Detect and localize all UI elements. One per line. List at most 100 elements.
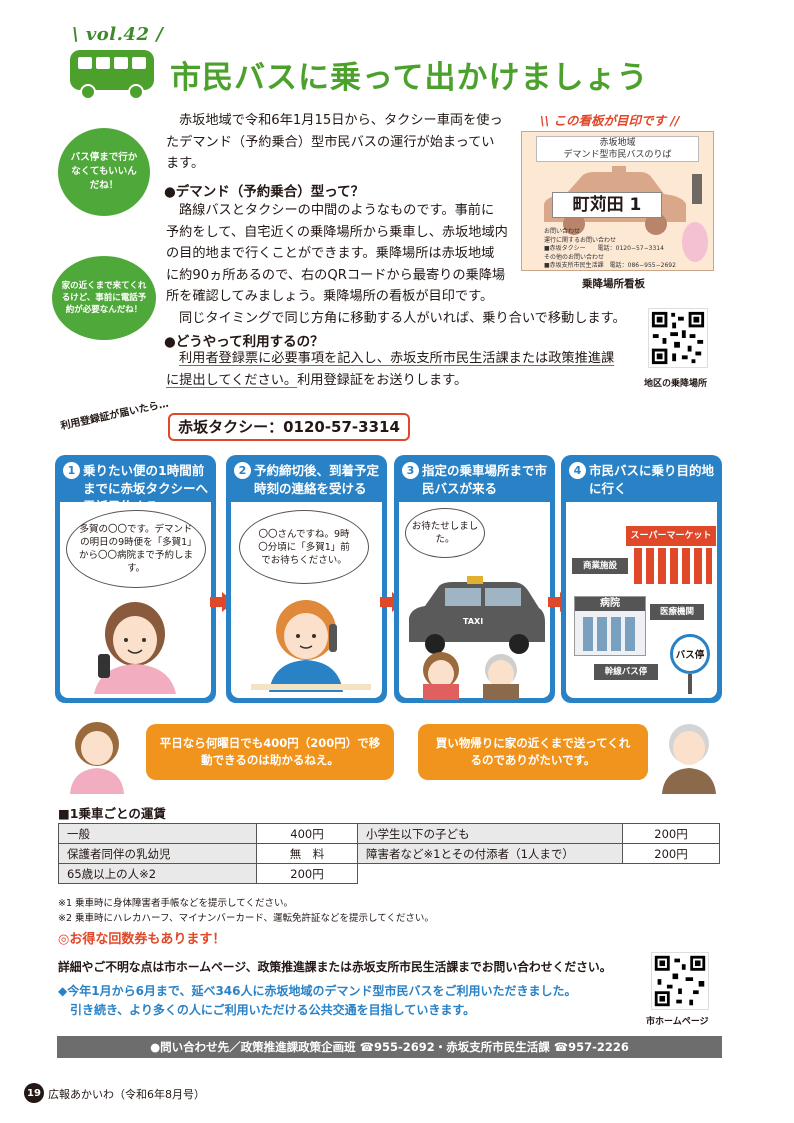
fare-label: 65歳以上の人※2 — [58, 863, 257, 884]
sign-header: \\ この看板が目印です // — [540, 113, 680, 128]
hospital-label: 病院 — [575, 597, 645, 611]
step-1-panel: 1乗りたい便の1時間前までに赤坂タクシーへ電話予約する 多賀の〇〇です。デマンド… — [55, 455, 216, 703]
intro-line: たデマンド（予約乗合）型市民バスの運行が始まってい — [166, 134, 495, 150]
qr-caption-homepage: 市ホームページ — [646, 1017, 709, 1027]
bus-stop-pole — [688, 674, 692, 694]
sign-top: 赤坂地域 デマンド型市民バスのりば — [536, 136, 699, 162]
hospital-building: 病院 — [574, 596, 646, 656]
usage-report-line: 引き続き、より多くの人にご利用いただける公共交通を目指していきます。 — [70, 1003, 476, 1017]
stop-name-plate: 町苅田 1 — [552, 192, 662, 218]
body-line: の目的地まで行くことができます。乗降場所は赤坂地域 — [166, 246, 495, 261]
bus-icon — [70, 50, 154, 100]
section-demand-text: 路線バスとタクシーの中間のようなものです。事前に 予約をして、自宅近くの乗降場所… — [166, 200, 626, 329]
body-line: 路線バスとタクシーの中間のようなものです。事前に — [179, 203, 495, 218]
fare-label: 保護者同伴の乳幼児 — [58, 843, 257, 864]
page-number: 19 — [24, 1083, 44, 1103]
taxi-illustration: TAXI — [409, 576, 545, 700]
fare-value: 400円 — [256, 823, 358, 844]
fare-value: 無 料 — [256, 843, 358, 864]
body-line: に提出してください。 — [166, 372, 298, 388]
bus-stop-sign: バス停 — [670, 634, 710, 674]
supermarket-building — [634, 548, 712, 584]
body-line: 利用登録証をお送りします。 — [297, 372, 468, 388]
elderly-woman-icon — [70, 722, 124, 794]
medical-label: 医療機関 — [650, 604, 704, 620]
fare-note-1: ※1 乗車時に身体障害者手帳などを提示してください。 — [58, 898, 293, 909]
step-1-title: 1乗りたい便の1時間前までに赤坂タクシーへ電話予約する — [63, 462, 210, 514]
intro-line: 赤坂地域で令和6年1月15日から、タクシー車両を使っ — [179, 113, 503, 128]
hospital-windows — [583, 617, 637, 651]
usage-report-line: ◆今年1月から6月まで、延べ346人に赤坂地域のデマンド型市民バスをご利用いただ… — [58, 984, 577, 998]
taxi-phone-box: 赤坂タクシー：0120-57-3314 — [168, 413, 410, 441]
fare-note-2: ※2 乗車時にハレカハーフ、マイナンバーカード、運転免許証などを提示してください… — [58, 913, 434, 924]
section-heading-demand: ●デマンド（予約乗合）型って？ — [164, 184, 365, 200]
comment-left: 平日なら何曜日でも400円（200円）で移動できるのは助かるねえ。 — [146, 724, 394, 780]
body-line: に約90ヵ所あるので、右のQRコードから最寄りの乗降場 — [166, 267, 506, 283]
volume-label: \ vol.42 / — [72, 24, 164, 45]
qr-caption-stops: 地区の乗降場所 — [644, 379, 708, 389]
operator-illustration — [251, 600, 371, 692]
fare-value: 200円 — [256, 863, 358, 884]
speech-bubble-2: 家の近くまで来てくれるけど、事前に電話予約が必要なんだね！ — [52, 256, 156, 340]
fare-label: 障害者など※1とその付添者（1人まで） — [357, 843, 623, 864]
sign-contact-line: ■赤坂支所市民生活課 電話：086−955−2692 — [544, 262, 676, 269]
sign-contact: お問い合わせ 運行に関するお問い合わせ ■赤坂タクシー 電話：0120−57−3… — [544, 228, 676, 271]
intro-text: 赤坂地域で令和6年1月15日から、タクシー車両を使っ たデマンド（予約乗合）型市… — [166, 110, 503, 175]
commercial-label: 商業施設 — [572, 558, 628, 574]
woman-phone-illustration — [94, 602, 176, 694]
body-line: 所を確認してみましょう。乗降場所の看板が目印です。 — [166, 289, 494, 304]
inquiry-bar: ●問い合わせ先／政策推進課政策企画班 ☎955-2692・赤坂支所市民生活課 ☎… — [57, 1036, 722, 1058]
table-row: 障害者など※1とその付添者（1人まで）200円 — [357, 843, 720, 864]
step-title-text: 予約締切後、到着予定時刻の連絡を受ける — [254, 463, 380, 496]
step-2-speech: 〇〇さんですね。9時〇分頃に「多賀1」前でお待ちください。 — [239, 510, 369, 584]
supermarket-sign: スーパーマーケット — [626, 526, 716, 546]
sign-contact-line: 運行に関するお問い合わせ — [544, 236, 617, 244]
sign-top-line: 赤坂地域 — [599, 138, 636, 148]
step-2-body: 〇〇さんですね。9時〇分頃に「多賀1」前でお待ちください。 — [231, 502, 382, 698]
sign-contact-line: ■赤坂タクシー 電話：0120−57−3314 — [544, 245, 664, 252]
table-row: 保護者同伴の乳幼児無 料 — [58, 843, 358, 864]
magazine-name: 広報あかいわ（令和6年8月号） — [48, 1088, 205, 1101]
fare-value: 200円 — [622, 823, 720, 844]
step-title-text: 指定の乗車場所まで市民バスが来る — [422, 463, 548, 496]
sign-contact-line: その他のお問い合わせ — [544, 253, 605, 261]
elderly-man-icon — [662, 724, 716, 794]
step-4-body: スーパーマーケット 商業施設 病院 医療機関 バス停 幹線バス停 — [566, 502, 717, 698]
stop-sign-image: 赤坂地域 デマンド型市民バスのりば 町苅田 1 お問い合わせ 運行に関するお問い… — [521, 131, 714, 271]
step-1-body: 多賀の〇〇です。デマンドの明日の9時便を「多賀1」から〇〇病院まで予約します。 — [60, 502, 211, 698]
fares-title: ■1乗車ごとの運賃 — [58, 806, 166, 821]
intro-line: ます。 — [166, 156, 205, 171]
sign-top-line: デマンド型市民バスのりば — [563, 150, 672, 160]
step-number: 4 — [569, 462, 586, 479]
received-label: 利用登録証が届いたら… — [59, 398, 170, 433]
step-number: 1 — [63, 462, 80, 479]
speech-bubble-1: バス停まで行かなくてもいいんだね！ — [58, 128, 150, 216]
section-heading-howto: ●どうやって利用するの？ — [164, 334, 324, 350]
contact-line: 詳細やご不明な点は市ホームページ、政策推進課または赤坂支所市民生活課までお問い合… — [58, 960, 612, 974]
coupon-note: ◎お得な回数券もあります！ — [58, 932, 226, 947]
taxi-sign-text: TAXI — [463, 617, 483, 626]
trunk-bus-stop-label: 幹線バス停 — [594, 664, 658, 680]
fare-label: 小学生以下の子ども — [357, 823, 623, 844]
qr-code-stops[interactable] — [648, 308, 708, 368]
mascot-icon — [682, 222, 708, 262]
step-title-text: 市民バスに乗り目的地に行く — [589, 463, 715, 496]
body-line: 利用者登録票に必要事項を記入し、赤坂支所市民生活課または政策推進課 — [179, 351, 615, 366]
step-number: 2 — [234, 462, 251, 479]
qr-code-homepage[interactable] — [651, 952, 709, 1010]
step-number: 3 — [402, 462, 419, 479]
step-3-speech: お待たせしました。 — [405, 508, 485, 558]
usage-report: ◆今年1月から6月まで、延べ346人に赤坂地域のデマンド型市民バスをご利用いただ… — [58, 982, 577, 1020]
step-3-body: お待たせしました。 TAXI — [399, 502, 550, 700]
step-1-speech: 多賀の〇〇です。デマンドの明日の9時便を「多賀1」から〇〇病院まで予約します。 — [66, 510, 206, 588]
body-line: 予約をして、自宅近くの乗降場所から乗車し、赤坂地域内 — [166, 224, 508, 240]
